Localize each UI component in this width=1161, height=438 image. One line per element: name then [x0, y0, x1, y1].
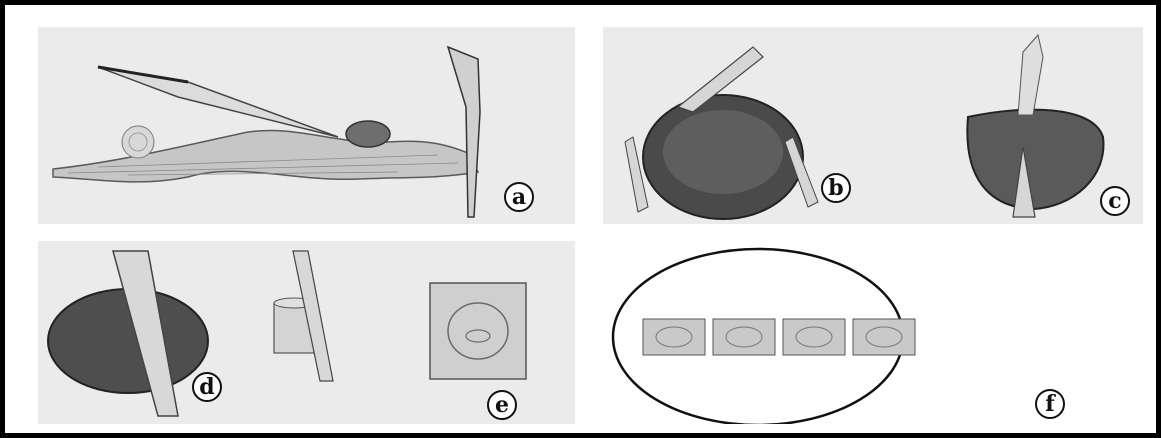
- panel-bc-illustration: [603, 27, 1143, 224]
- label-f: f: [1035, 389, 1065, 419]
- label-d: d: [192, 372, 222, 402]
- vertical-blade: [448, 47, 480, 217]
- panel-de: d e: [38, 241, 575, 424]
- tumor-mass: [346, 121, 390, 147]
- label-c: c: [1100, 186, 1130, 216]
- label-e: e: [487, 390, 517, 420]
- panel-a-illustration: [38, 27, 575, 224]
- panel-a: a: [38, 27, 575, 224]
- label-b: b: [821, 173, 851, 203]
- eye-globe-c: [967, 110, 1103, 209]
- lymph-node: [122, 126, 154, 158]
- section-3: [783, 319, 845, 355]
- section-2: [713, 319, 775, 355]
- tissue-section: [430, 283, 526, 379]
- section-4: [853, 319, 915, 355]
- panel-f: f: [603, 241, 1143, 424]
- panel-bc: b c: [603, 27, 1143, 224]
- label-a: a: [504, 182, 534, 212]
- section-1: [643, 319, 705, 355]
- optic-nerve-c: [1018, 35, 1043, 115]
